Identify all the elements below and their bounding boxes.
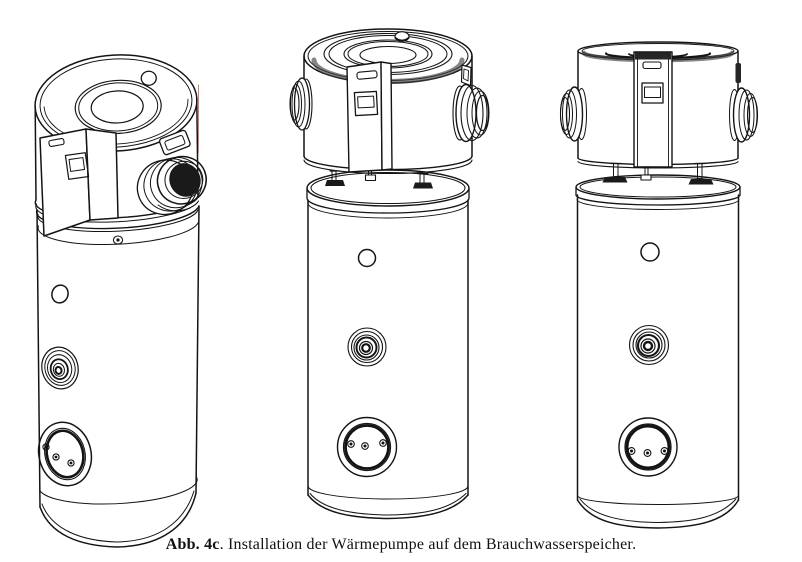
mounting-feet: [602, 162, 714, 185]
air-duct-connector: [136, 155, 207, 216]
air-duct-connector-left: [289, 77, 313, 131]
figure-front-view-raised: [289, 28, 490, 520]
figure-caption-label: Abb. 4c: [165, 536, 220, 553]
flange-port: [37, 421, 93, 487]
figure-front-view: [559, 41, 759, 529]
pipe-fitting: [628, 324, 670, 366]
pipe-fitting: [347, 327, 387, 367]
top-cap-detail: [140, 70, 157, 86]
storage-tank: [35, 205, 200, 548]
control-panel: [633, 51, 673, 168]
air-duct-connector-right: [452, 83, 490, 143]
flange-port: [336, 416, 398, 478]
vent-slot: [48, 138, 65, 147]
vent-slot: [356, 70, 378, 80]
air-duct-connector-right: [729, 87, 759, 143]
figure-caption: Abb. 4c. Installation der Wärmepumpe auf…: [0, 536, 802, 554]
vent-slot: [642, 61, 662, 70]
air-vent: [158, 129, 191, 156]
service-screw: [112, 235, 124, 245]
display: [64, 152, 90, 180]
display: [353, 90, 379, 117]
sensor-port: [640, 242, 660, 262]
control-panel: [346, 61, 393, 173]
display: [641, 82, 664, 104]
figure-caption-text: . Installation der Wärmepumpe auf dem Br…: [219, 536, 637, 553]
storage-tank: [306, 169, 470, 520]
storage-tank: [575, 174, 741, 529]
pipe-fitting: [41, 346, 79, 390]
air-vent: [460, 64, 472, 87]
mounting-feet: [325, 166, 433, 189]
control-panel: [39, 128, 119, 237]
flange-port: [618, 417, 678, 477]
sensor-port: [357, 248, 377, 268]
heat-pump-unit: [34, 54, 207, 237]
air-duct-connector-left: [559, 86, 587, 142]
air-vent: [735, 63, 741, 83]
sensor-port: [51, 284, 69, 304]
figure-perspective-view: [34, 54, 207, 548]
